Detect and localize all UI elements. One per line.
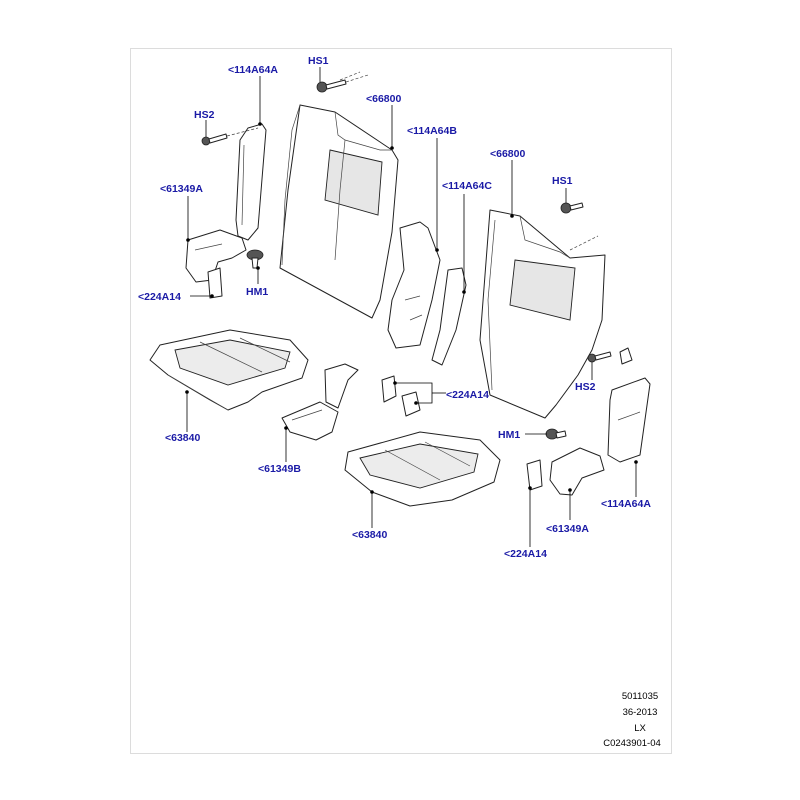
callout-hm1-left: HM1 (246, 286, 268, 298)
trim-panel-114a64b-part (387, 221, 441, 349)
callout-hm1-right: HM1 (498, 429, 520, 441)
trim-strip-114a64c-part (431, 267, 467, 366)
callout-hs1-top: HS1 (308, 55, 329, 67)
callout-114a64a-top: <114A64A (228, 64, 278, 76)
reference-line-2: 36-2013 (623, 707, 658, 718)
fastener-hm1-right-part (545, 428, 567, 440)
leader-lines (185, 67, 638, 547)
seat-cushion-63840-bottom-part (344, 431, 501, 507)
callout-66800-left: <66800 (366, 93, 401, 105)
reference-line-3: LX (634, 723, 646, 734)
callout-224a14-bottom: <224A14 (504, 548, 547, 560)
hinge-cover-114a64a-top-part (235, 123, 267, 241)
callout-61349a-left: <61349A (160, 183, 203, 195)
seatback-left-part (279, 71, 399, 319)
callout-61349b: <61349B (258, 463, 301, 475)
storage-tray-61349b-part (281, 363, 359, 441)
callout-hs2-right: HS2 (575, 381, 596, 393)
callout-224a14-left: <224A14 (138, 291, 181, 303)
trim-cover-61349a-right-part (549, 447, 605, 496)
callout-114a64a-bottom: <114A64A (601, 498, 651, 510)
seatback-right-part (479, 209, 606, 419)
reference-line-4: C0243901-04 (603, 738, 661, 749)
callout-114a64c: <114A64C (442, 180, 492, 192)
callout-224a14-center: <224A14 (446, 389, 489, 401)
reference-block: 5011035 36-2013 LX C0243901-04 (603, 691, 661, 749)
bolt-hs2-right-part (587, 351, 612, 363)
callout-63840-bottom: <63840 (352, 529, 387, 541)
callout-63840-left: <63840 (165, 432, 200, 444)
clips-224a14-center-part (381, 375, 421, 417)
bolt-hs1-right-part (560, 202, 584, 214)
callout-61349a-bottom: <61349A (546, 523, 589, 535)
clip-224a14-right-part (526, 459, 543, 491)
callout-66800-right: <66800 (490, 148, 525, 160)
callout-114a64b: <114A64B (407, 125, 457, 137)
trim-cover-61349a-left-part (185, 229, 247, 283)
hinge-cover-114a64a-right-part (607, 347, 651, 463)
bolt-hs1-top-part (316, 74, 369, 93)
reference-line-1: 5011035 (622, 691, 658, 702)
fastener-hm1-left-part (246, 249, 264, 269)
bolt-hs2-left-part (201, 127, 259, 146)
clip-224a14-left-part (207, 267, 223, 299)
callout-hs1-right: HS1 (552, 175, 573, 187)
seat-cushion-63840-left-part (149, 329, 309, 411)
callout-hs2-left: HS2 (194, 109, 215, 121)
callout-labels: HS1 <114A64A HS2 <66800 <114A64B <61349A… (138, 55, 651, 560)
